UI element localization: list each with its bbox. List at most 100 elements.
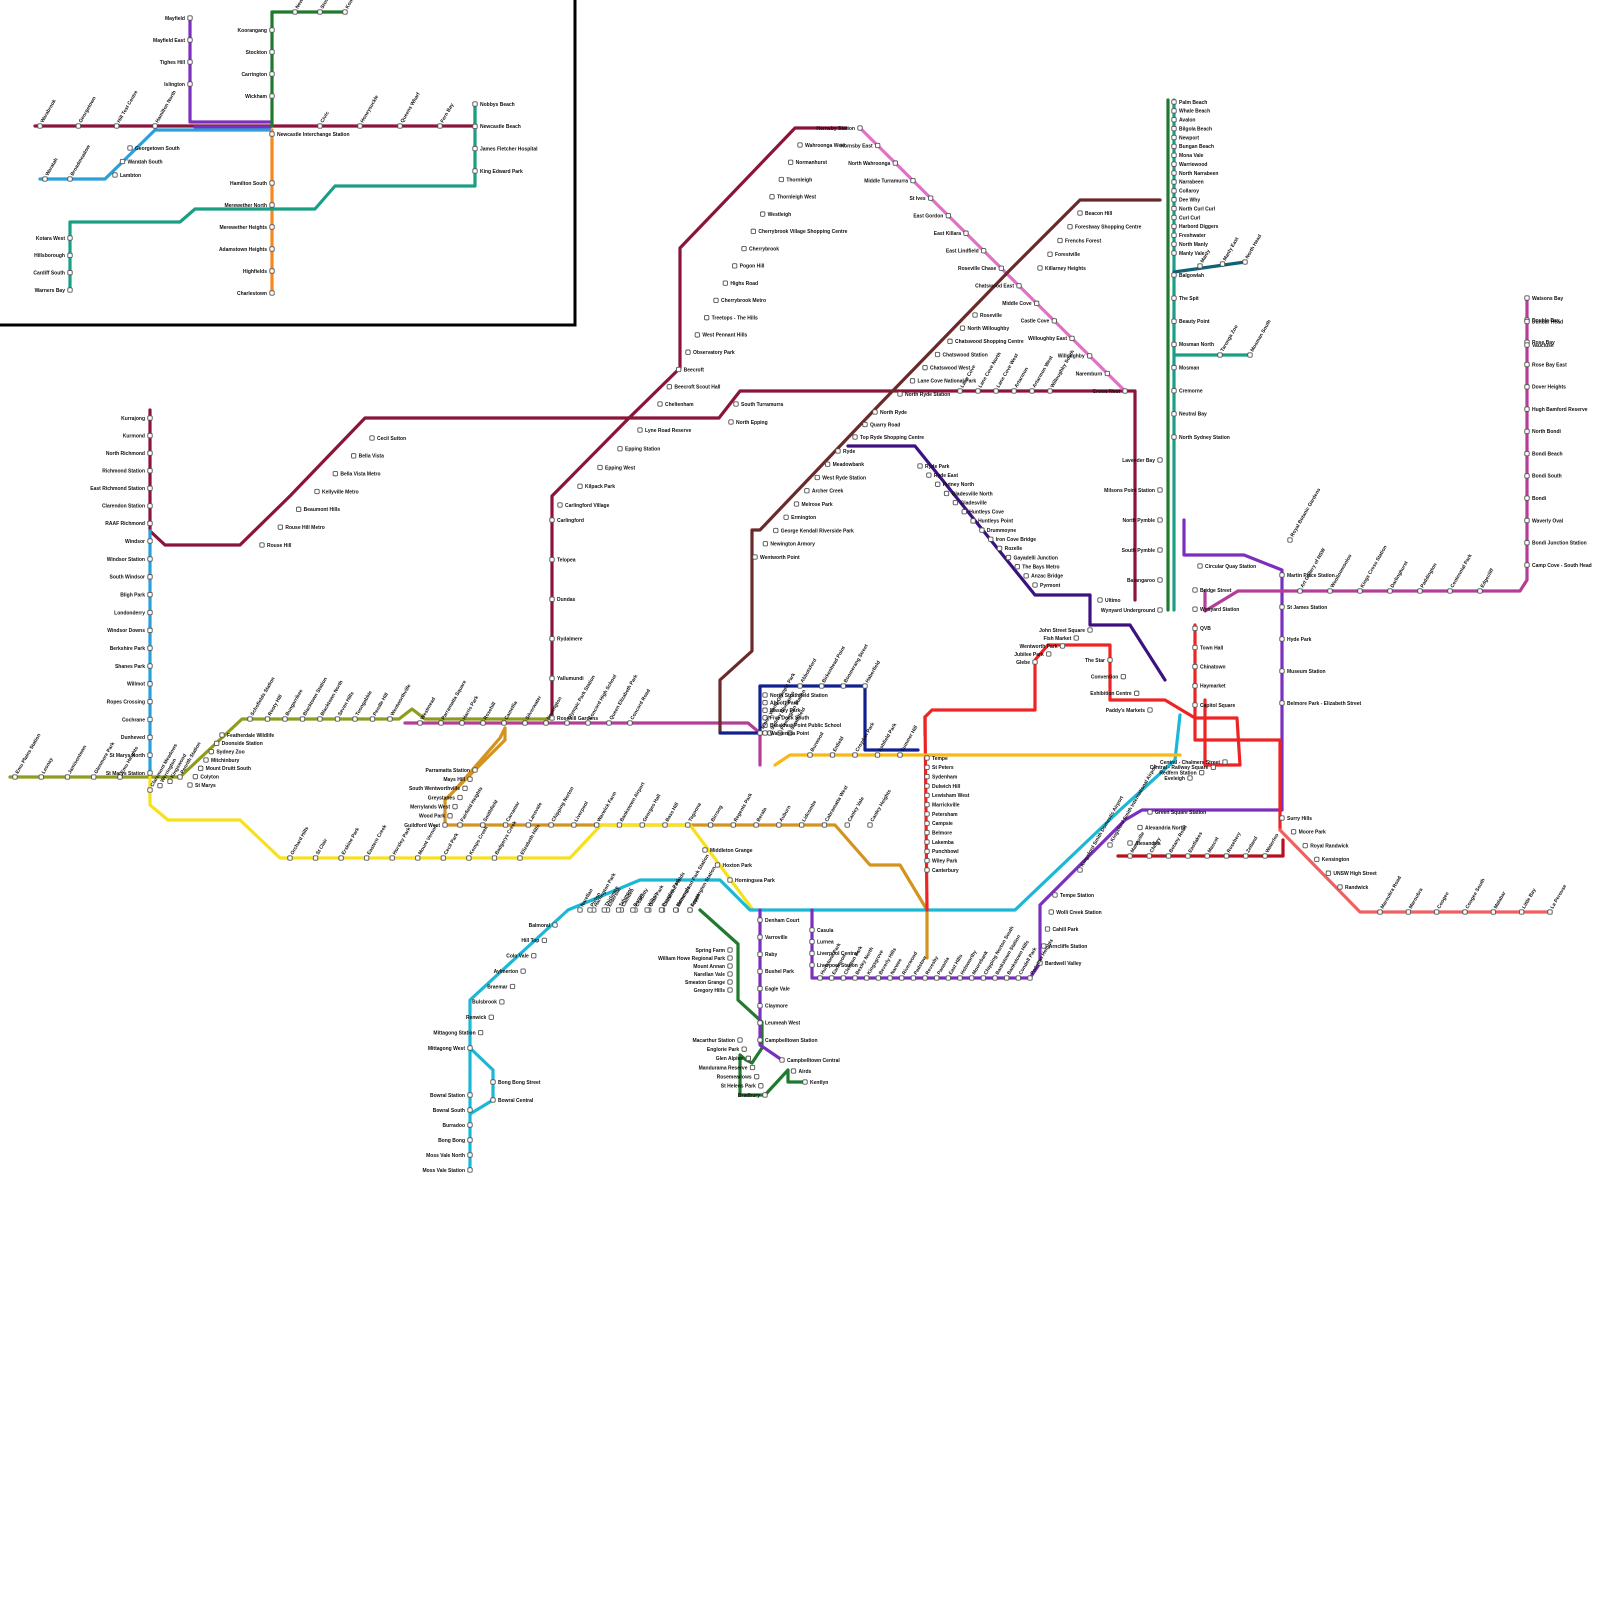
station-marker[interactable]: [389, 855, 395, 861]
station-marker[interactable]: [728, 419, 734, 425]
station-marker[interactable]: [644, 907, 650, 913]
station-marker[interactable]: [437, 123, 443, 129]
station-marker[interactable]: [924, 820, 930, 826]
station-marker[interactable]: [1171, 318, 1177, 324]
station-marker[interactable]: [1004, 975, 1010, 981]
station-marker[interactable]: [147, 592, 153, 598]
station-marker[interactable]: [587, 907, 593, 913]
station-marker[interactable]: [924, 802, 930, 808]
station-marker[interactable]: [147, 752, 153, 758]
station-marker[interactable]: [549, 556, 555, 563]
station-marker[interactable]: [219, 732, 225, 738]
station-marker[interactable]: [472, 168, 478, 174]
station-marker[interactable]: [522, 720, 528, 726]
station-marker[interactable]: [762, 722, 768, 729]
station-marker[interactable]: [67, 235, 73, 241]
station-marker[interactable]: [1048, 909, 1054, 915]
station-marker[interactable]: [259, 542, 265, 548]
station-marker[interactable]: [477, 1029, 484, 1036]
station-marker[interactable]: [417, 720, 423, 726]
station-marker[interactable]: [673, 907, 679, 913]
station-marker[interactable]: [292, 9, 298, 15]
station-marker[interactable]: [397, 123, 403, 129]
station-marker[interactable]: [1171, 197, 1177, 203]
station-marker[interactable]: [627, 720, 633, 726]
station-marker[interactable]: [615, 907, 622, 913]
station-marker[interactable]: [1524, 450, 1530, 457]
station-marker[interactable]: [1547, 909, 1553, 915]
station-marker[interactable]: [1171, 272, 1177, 278]
station-marker[interactable]: [606, 720, 612, 726]
station-marker[interactable]: [616, 822, 623, 828]
station-marker[interactable]: [531, 953, 537, 959]
station-marker[interactable]: [147, 787, 153, 793]
station-marker[interactable]: [924, 755, 930, 761]
station-marker[interactable]: [467, 1107, 473, 1113]
station-marker[interactable]: [1037, 960, 1043, 966]
station-marker[interactable]: [1171, 125, 1177, 132]
station-marker[interactable]: [1171, 152, 1177, 158]
station-marker[interactable]: [769, 194, 775, 200]
station-marker[interactable]: [685, 822, 691, 828]
station-marker[interactable]: [1046, 651, 1052, 657]
station-marker[interactable]: [1192, 683, 1198, 689]
station-marker[interactable]: [757, 730, 763, 736]
station-marker[interactable]: [753, 822, 759, 828]
station-marker[interactable]: [1027, 975, 1033, 981]
station-marker[interactable]: [757, 985, 763, 992]
station-marker[interactable]: [804, 488, 810, 494]
station-marker[interactable]: [829, 975, 835, 981]
station-marker[interactable]: [924, 830, 930, 836]
station-marker[interactable]: [127, 145, 133, 151]
station-marker[interactable]: [447, 813, 453, 819]
station-marker[interactable]: [457, 822, 463, 828]
station-marker[interactable]: [147, 468, 153, 474]
station-marker[interactable]: [1171, 388, 1177, 394]
station-marker[interactable]: [114, 123, 120, 129]
station-marker[interactable]: [892, 160, 898, 166]
station-marker[interactable]: [935, 481, 941, 487]
station-marker[interactable]: [1524, 495, 1530, 501]
station-marker[interactable]: [1171, 179, 1177, 185]
station-marker[interactable]: [369, 716, 376, 722]
station-marker[interactable]: [1242, 259, 1248, 265]
station-marker[interactable]: [1044, 926, 1051, 932]
station-marker[interactable]: [897, 752, 903, 758]
station-marker[interactable]: [187, 81, 193, 87]
station-marker[interactable]: [1171, 223, 1177, 230]
station-marker[interactable]: [167, 778, 173, 784]
station-marker[interactable]: [926, 472, 932, 478]
station-marker[interactable]: [351, 453, 357, 459]
station-marker[interactable]: [1279, 604, 1285, 610]
station-marker[interactable]: [981, 248, 987, 254]
station-marker[interactable]: [749, 1064, 756, 1071]
station-marker[interactable]: [737, 1037, 743, 1043]
station-marker[interactable]: [777, 730, 783, 736]
station-marker[interactable]: [862, 421, 868, 428]
station-marker[interactable]: [1041, 943, 1047, 949]
station-marker[interactable]: [762, 707, 768, 713]
station-marker[interactable]: [658, 907, 665, 913]
station-marker[interactable]: [924, 839, 930, 845]
station-marker[interactable]: [996, 545, 1003, 552]
station-marker[interactable]: [1210, 764, 1216, 770]
station-marker[interactable]: [1387, 588, 1393, 594]
station-marker[interactable]: [1147, 707, 1153, 713]
station-marker[interactable]: [1104, 370, 1110, 377]
station-marker[interactable]: [157, 783, 163, 789]
station-marker[interactable]: [269, 268, 275, 274]
station-marker[interactable]: [758, 1083, 764, 1089]
station-marker[interactable]: [269, 224, 275, 230]
station-marker[interactable]: [1015, 975, 1021, 981]
station-marker[interactable]: [852, 752, 858, 758]
station-marker[interactable]: [1417, 588, 1423, 594]
station-marker[interactable]: [767, 730, 773, 736]
station-marker[interactable]: [440, 855, 446, 861]
station-marker[interactable]: [1171, 188, 1177, 194]
station-marker[interactable]: [541, 937, 548, 944]
station-marker[interactable]: [269, 27, 275, 33]
station-marker[interactable]: [814, 474, 820, 481]
station-marker[interactable]: [577, 483, 583, 489]
station-marker[interactable]: [1524, 361, 1530, 368]
station-marker[interactable]: [874, 752, 881, 758]
